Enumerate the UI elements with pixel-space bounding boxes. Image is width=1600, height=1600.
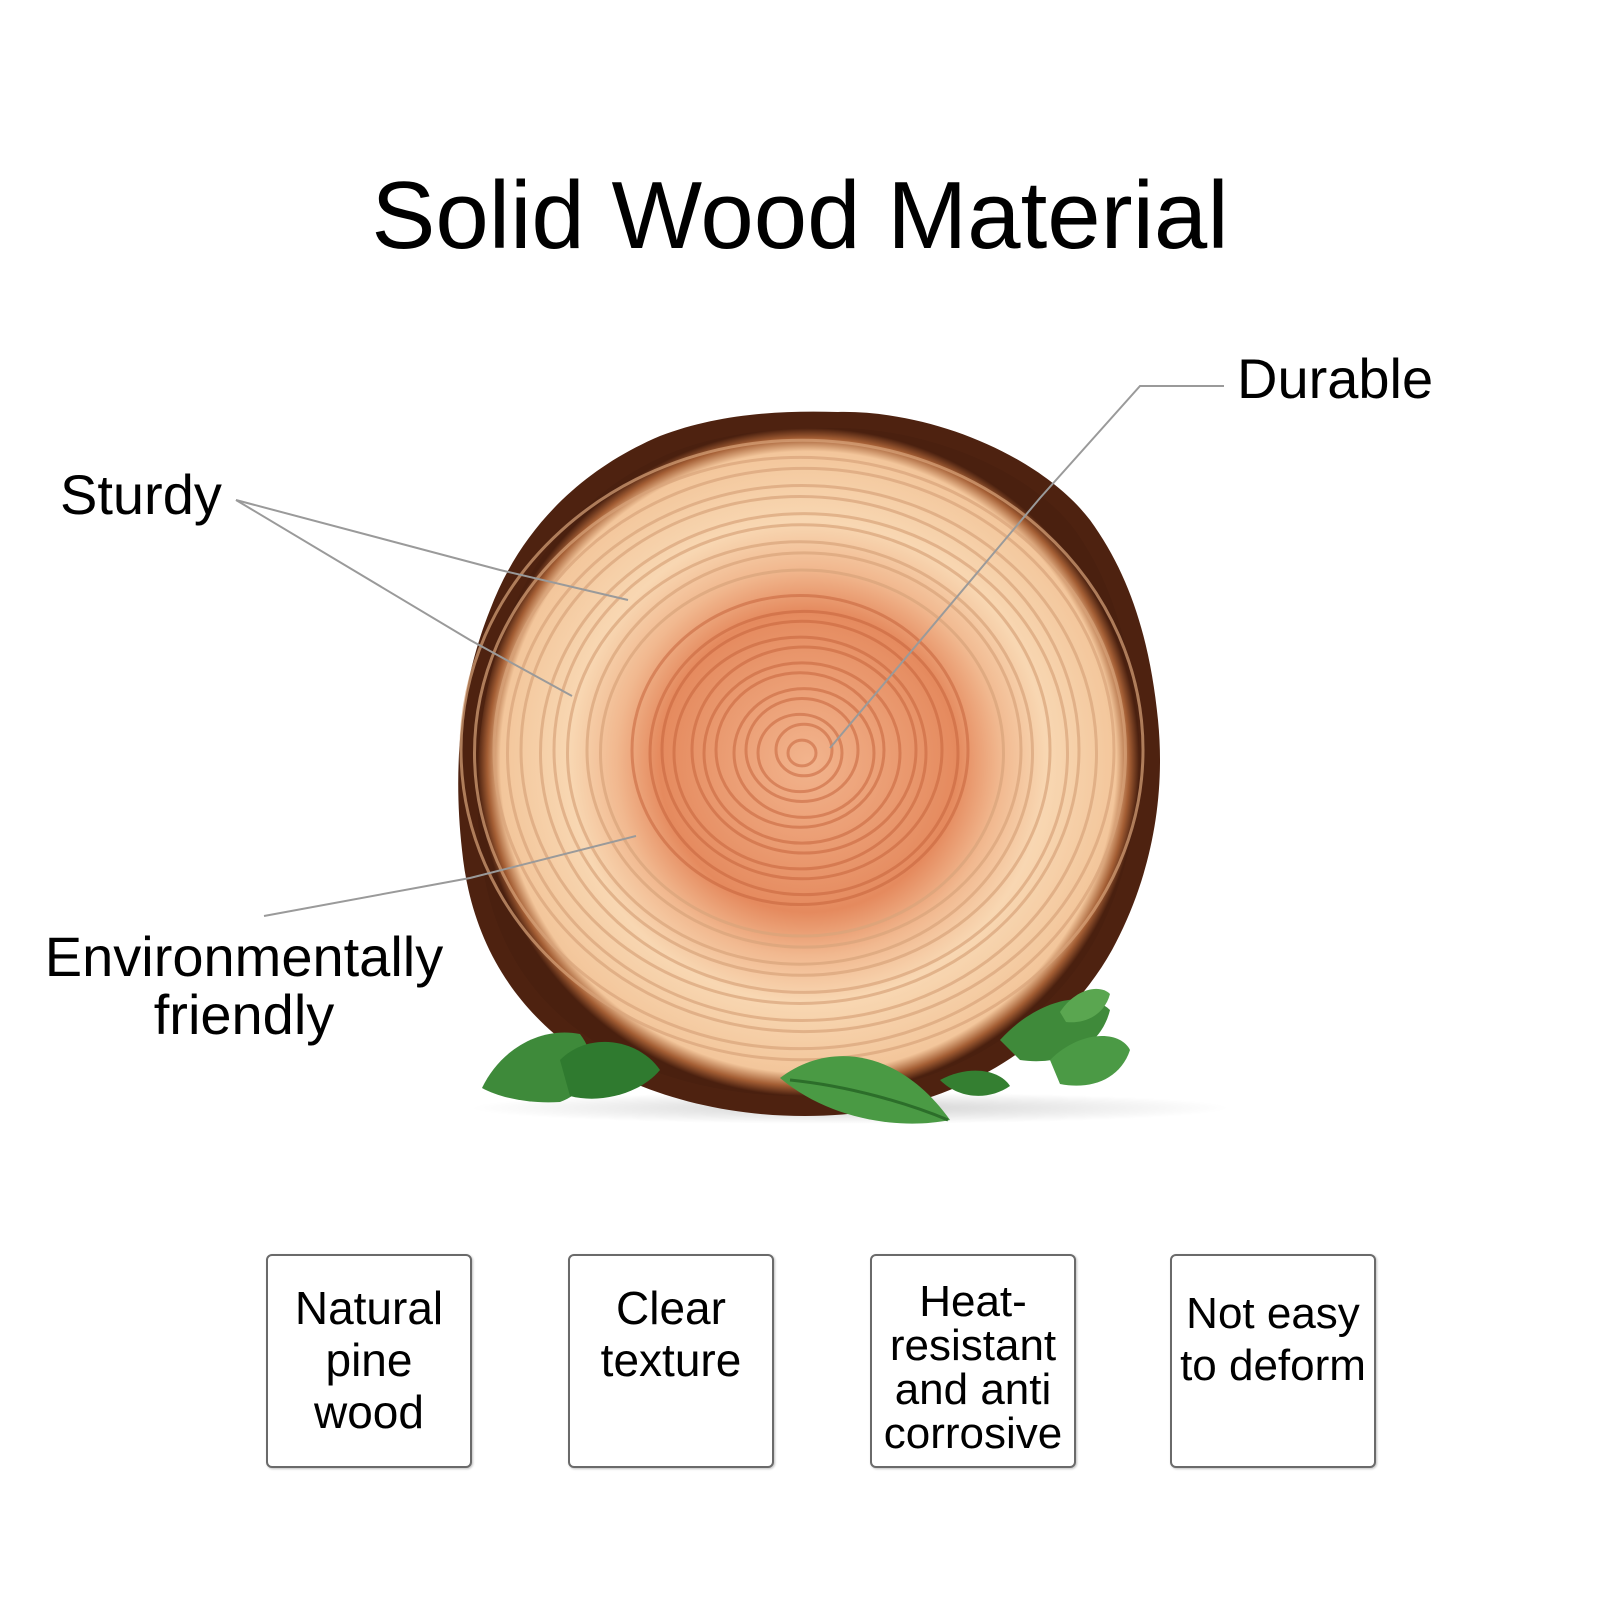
- callout-sturdy: Sturdy: [60, 463, 222, 526]
- feature-label: Heat- resistant and anti corrosive: [883, 1277, 1063, 1458]
- sturdy-line-lower: [235, 499, 573, 697]
- feature-label: Natural pine wood: [294, 1282, 444, 1438]
- callout-env-line-1: Environmentally: [44, 925, 444, 988]
- sturdy-line-upper: [235, 499, 629, 601]
- growth-ring: [786, 738, 818, 768]
- growth-ring: [690, 645, 918, 855]
- growth-ring: [660, 619, 944, 881]
- feature-boxes: Natural pine wood Clear texture Heat- re…: [0, 1254, 1600, 1476]
- durable-line: [829, 385, 1224, 749]
- growth-ring: [714, 671, 886, 829]
- feature-box-clear-texture: Clear texture: [568, 1254, 774, 1468]
- feature-label: Clear texture: [600, 1282, 742, 1386]
- growth-ring: [648, 609, 960, 897]
- callout-lines: [235, 385, 1224, 917]
- environmental-line: [263, 835, 637, 917]
- feature-label: Not easy to deform: [1180, 1289, 1366, 1390]
- growth-ring: [552, 523, 1052, 977]
- callout-env-line-2: friendly: [153, 983, 335, 1046]
- growth-ring: [672, 635, 928, 871]
- growth-ring: [630, 593, 970, 907]
- callout-durable: Durable: [1237, 347, 1434, 410]
- growth-ring: [506, 483, 1098, 1023]
- feature-box-heat-resistant: Heat- resistant and anti corrosive: [870, 1254, 1076, 1468]
- growth-ring: [473, 455, 1127, 1051]
- growth-ring: [756, 712, 844, 794]
- growth-ring: [732, 687, 876, 819]
- growth-ring: [585, 551, 1023, 949]
- growth-rings: [459, 438, 1145, 1062]
- growth-ring: [599, 568, 1005, 938]
- feature-box-natural-pine-wood: Natural pine wood: [266, 1254, 472, 1468]
- feature-box-not-easy-to-deform: Not easy to deform: [1170, 1254, 1376, 1468]
- growth-ring: [744, 696, 860, 804]
- growth-ring: [774, 722, 834, 778]
- growth-ring: [492, 466, 1116, 1034]
- growth-ring: [702, 661, 902, 845]
- growth-ring: [459, 438, 1145, 1062]
- growth-ring: [539, 512, 1069, 994]
- growth-ring: [566, 540, 1034, 966]
- leaf-icon: [482, 988, 1130, 1124]
- growth-ring: [519, 495, 1081, 1005]
- log-slice-icon: [477, 428, 1140, 1097]
- page-title: Solid Wood Material: [371, 162, 1229, 270]
- callout-environmentally-friendly: Environmentally friendly: [34, 928, 454, 1044]
